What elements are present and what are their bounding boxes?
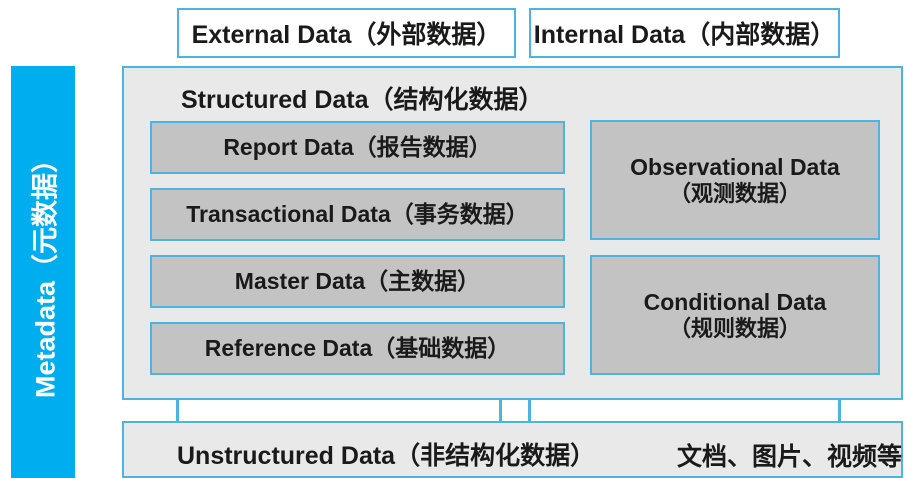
connector-line-mid-right bbox=[528, 399, 531, 422]
unstructured-examples-label: 文档、图片、视频等 bbox=[677, 443, 903, 471]
connector-line-mid-left bbox=[499, 399, 502, 422]
internal-data-label: Internal Data（内部数据） bbox=[533, 21, 836, 49]
internal-data-box: Internal Data（内部数据） bbox=[529, 8, 840, 58]
master-data-label: Master Data（主数据） bbox=[234, 268, 481, 295]
unstructured-data-panel: Unstructured Data（非结构化数据） 文档、图片、视频等 bbox=[122, 421, 903, 478]
master-data-box: Master Data（主数据） bbox=[150, 255, 565, 308]
observational-data-label-en: Observational Data bbox=[630, 154, 840, 181]
reference-data-label: Reference Data（基础数据） bbox=[204, 335, 511, 362]
metadata-sidebar-label: Metadata（元数据） bbox=[30, 145, 61, 399]
report-data-label: Report Data（报告数据） bbox=[223, 134, 492, 161]
connector-line-left bbox=[176, 399, 179, 422]
external-data-box: External Data（外部数据） bbox=[177, 8, 516, 58]
report-data-box: Report Data（报告数据） bbox=[150, 121, 565, 174]
unstructured-data-label: Unstructured Data（非结构化数据） bbox=[177, 442, 596, 470]
conditional-data-label-zh: （规则数据） bbox=[668, 315, 801, 341]
connector-line-right bbox=[838, 399, 841, 422]
observational-data-label-zh: （观测数据） bbox=[668, 180, 801, 206]
reference-data-box: Reference Data（基础数据） bbox=[150, 322, 565, 375]
external-data-label: External Data（外部数据） bbox=[191, 21, 502, 49]
observational-data-box: Observational Data （观测数据） bbox=[590, 120, 880, 240]
conditional-data-label-en: Conditional Data bbox=[643, 289, 827, 316]
conditional-data-box: Conditional Data （规则数据） bbox=[590, 255, 880, 375]
transactional-data-box: Transactional Data（事务数据） bbox=[150, 188, 565, 241]
metadata-sidebar: Metadata（元数据） bbox=[11, 66, 75, 478]
transactional-data-label: Transactional Data（事务数据） bbox=[186, 201, 529, 228]
structured-data-title: Structured Data（结构化数据） bbox=[181, 86, 544, 114]
